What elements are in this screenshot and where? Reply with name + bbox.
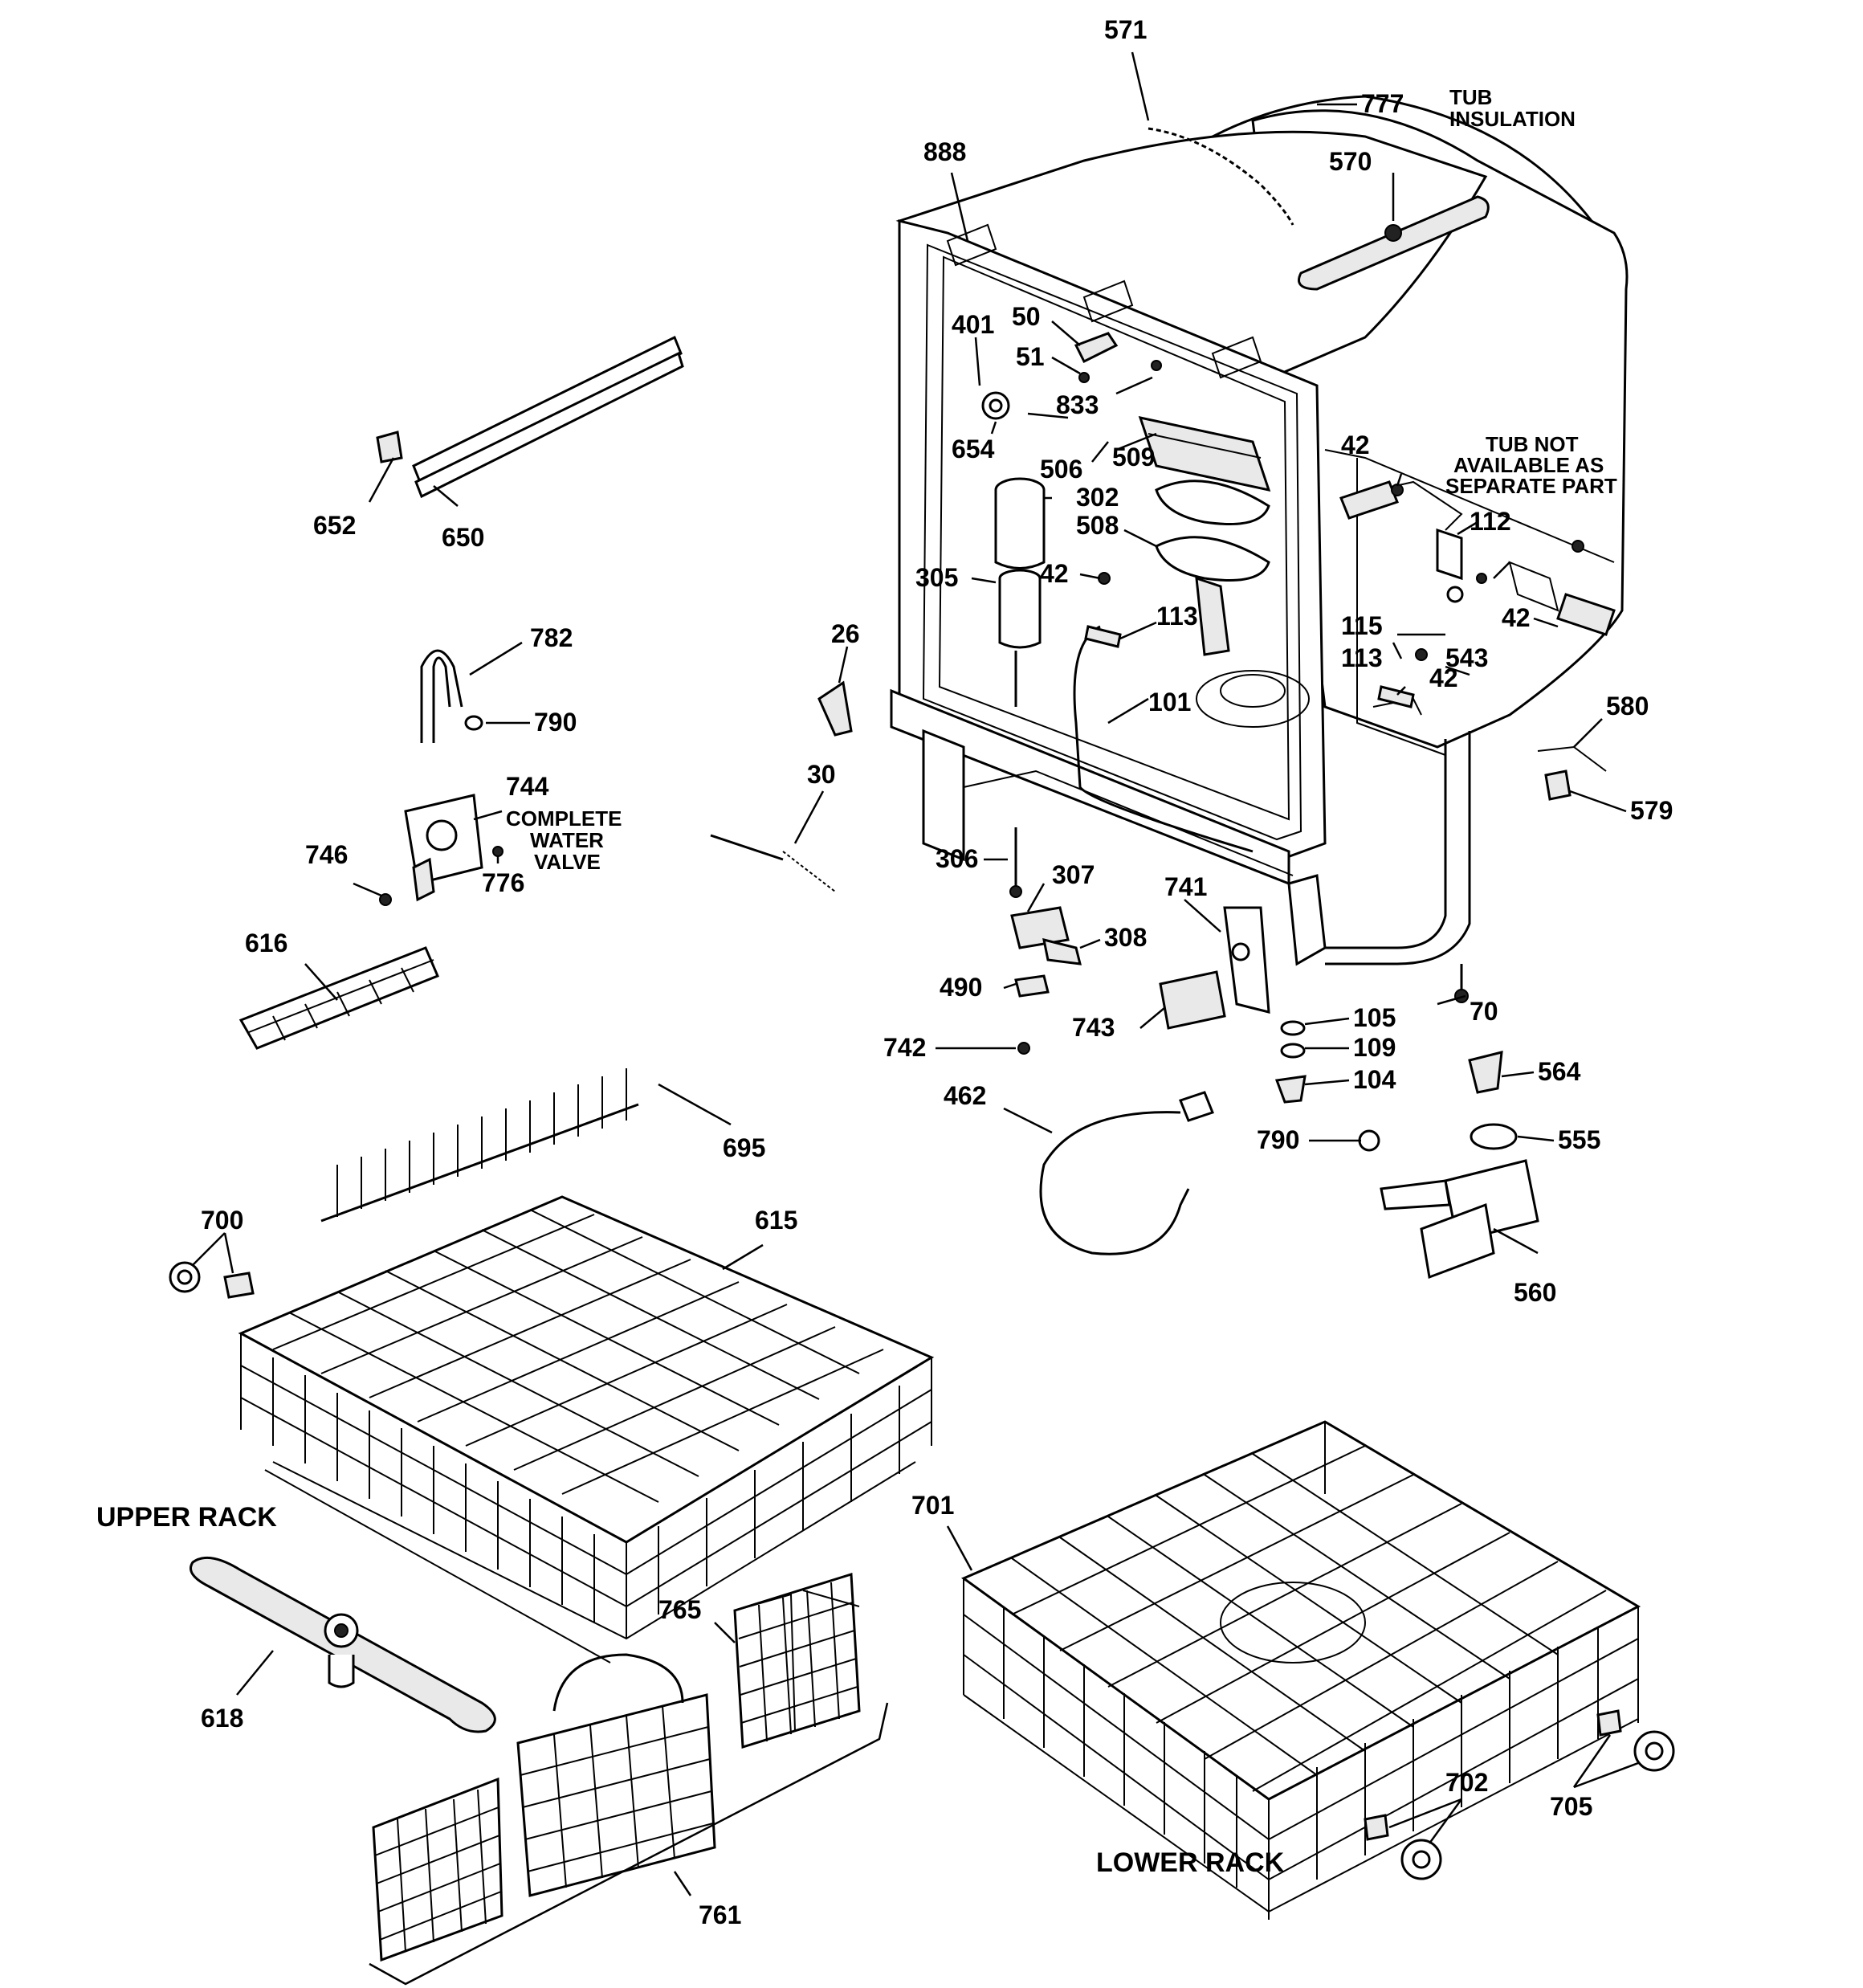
upper-rack bbox=[169, 1068, 935, 1733]
caption-upper-rack: UPPER RACK bbox=[96, 1502, 277, 1533]
label-833: 833 bbox=[1056, 390, 1099, 419]
label-579: 579 bbox=[1630, 796, 1673, 825]
note-tub-not-3: SEPARATE PART bbox=[1445, 474, 1617, 498]
caption-lower-rack: LOWER RACK bbox=[1096, 1847, 1285, 1878]
leader-lines bbox=[236, 51, 1627, 1896]
tub-small-parts bbox=[981, 332, 1584, 708]
label-700: 700 bbox=[201, 1206, 243, 1235]
note-tub-not-1: TUB NOT bbox=[1486, 432, 1579, 456]
label-616: 616 bbox=[245, 929, 287, 957]
label-113-a: 113 bbox=[1156, 602, 1198, 631]
label-42-a: 42 bbox=[1040, 559, 1069, 588]
label-308: 308 bbox=[1104, 923, 1147, 952]
label-42-c: 42 bbox=[1502, 603, 1531, 632]
label-109: 109 bbox=[1353, 1033, 1396, 1062]
part-labels: 571 777 TUB INSULATION 888 570 401 50 51… bbox=[96, 15, 1673, 1929]
label-101: 101 bbox=[1148, 688, 1191, 716]
label-112: 112 bbox=[1470, 507, 1511, 536]
label-705: 705 bbox=[1550, 1792, 1592, 1821]
label-543: 543 bbox=[1445, 643, 1488, 672]
label-888: 888 bbox=[923, 137, 966, 166]
label-509: 509 bbox=[1112, 443, 1155, 471]
label-51: 51 bbox=[1016, 342, 1045, 371]
label-490: 490 bbox=[940, 973, 982, 1002]
label-650: 650 bbox=[442, 523, 484, 552]
label-790-b: 790 bbox=[1257, 1125, 1299, 1154]
label-30: 30 bbox=[807, 760, 836, 789]
label-26: 26 bbox=[831, 619, 860, 648]
tub-assembly bbox=[890, 95, 1629, 966]
label-776: 776 bbox=[482, 868, 524, 897]
label-695: 695 bbox=[723, 1133, 765, 1162]
label-70: 70 bbox=[1470, 997, 1498, 1026]
label-115: 115 bbox=[1341, 611, 1383, 640]
note-tub-insulation-1: TUB bbox=[1449, 85, 1492, 109]
label-462: 462 bbox=[944, 1081, 986, 1110]
label-506: 506 bbox=[1040, 455, 1082, 484]
label-746: 746 bbox=[305, 840, 348, 869]
label-782: 782 bbox=[530, 623, 573, 652]
note-water-valve-1: COMPLETE bbox=[506, 806, 622, 831]
label-560: 560 bbox=[1514, 1278, 1556, 1307]
label-743: 743 bbox=[1072, 1013, 1115, 1042]
label-570: 570 bbox=[1329, 147, 1372, 176]
label-42-d: 42 bbox=[1429, 663, 1458, 692]
label-702: 702 bbox=[1445, 1768, 1488, 1797]
label-555: 555 bbox=[1558, 1125, 1600, 1154]
label-305: 305 bbox=[915, 563, 958, 592]
label-105: 105 bbox=[1353, 1003, 1396, 1032]
label-741: 741 bbox=[1164, 872, 1207, 901]
label-401: 401 bbox=[952, 310, 994, 339]
silverware-baskets bbox=[369, 1572, 889, 1986]
label-306: 306 bbox=[936, 844, 978, 873]
label-765: 765 bbox=[658, 1595, 701, 1624]
label-701: 701 bbox=[911, 1491, 954, 1520]
label-104: 104 bbox=[1353, 1065, 1396, 1094]
label-571: 571 bbox=[1104, 15, 1147, 44]
label-564: 564 bbox=[1538, 1057, 1581, 1086]
label-777: 777 bbox=[1361, 89, 1404, 118]
label-618: 618 bbox=[201, 1704, 243, 1733]
label-580: 580 bbox=[1606, 692, 1649, 720]
label-652: 652 bbox=[313, 511, 356, 540]
label-50: 50 bbox=[1012, 302, 1041, 331]
label-42-b: 42 bbox=[1341, 431, 1370, 459]
label-113-b: 113 bbox=[1341, 643, 1383, 672]
label-742: 742 bbox=[883, 1033, 926, 1062]
label-761: 761 bbox=[699, 1900, 741, 1929]
label-654: 654 bbox=[952, 435, 995, 463]
label-302: 302 bbox=[1076, 483, 1119, 512]
lower-rack bbox=[960, 1420, 1675, 1920]
note-tub-not-2: AVAILABLE AS bbox=[1453, 453, 1604, 477]
label-307: 307 bbox=[1052, 860, 1095, 889]
label-790-a: 790 bbox=[534, 708, 577, 737]
label-508: 508 bbox=[1076, 511, 1119, 540]
note-water-valve-3: VALVE bbox=[534, 850, 601, 874]
label-744: 744 bbox=[506, 772, 549, 801]
note-tub-insulation-2: INSULATION bbox=[1449, 107, 1576, 131]
label-615: 615 bbox=[755, 1206, 797, 1235]
note-water-valve-2: WATER bbox=[530, 828, 604, 852]
